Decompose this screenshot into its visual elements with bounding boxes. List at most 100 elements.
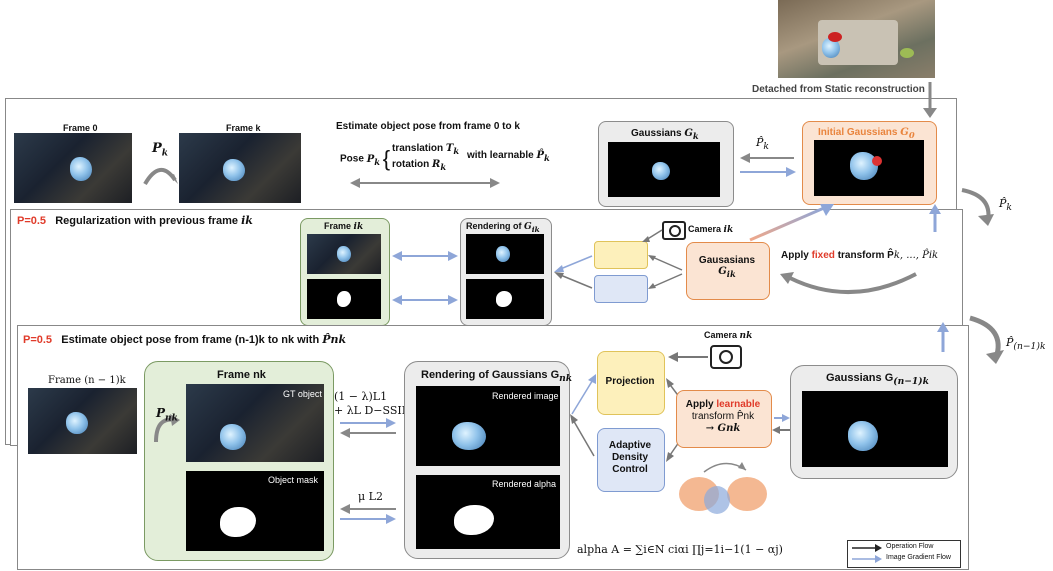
legend-operation-arrow <box>852 544 882 552</box>
rendering-to-boxes-arrows <box>570 374 596 457</box>
alpha-formula: alpha A = ∑i∈N ciαi ∏j=1i−1(1 − αj) <box>577 543 783 556</box>
apply-fixed-post: transform P̂ <box>837 250 894 261</box>
gaussian-rotate-arrow <box>703 462 747 473</box>
gaussians-gk-text: Gaussians <box>631 128 682 139</box>
side-phat-n1k: P̂(n−1)k <box>1006 336 1046 352</box>
frame-ik-label: Frame ik <box>324 221 364 232</box>
rendering-gnk-sub: nk <box>559 373 573 385</box>
gausasians-gik-label: Gausasians Gik <box>686 255 768 279</box>
panel2-header: P=0.5 Regularization with previous frame… <box>17 214 253 227</box>
gausasians-gik-box <box>686 242 770 300</box>
camera-ik-label: Camera ik <box>688 224 734 235</box>
camera-ik-text: Camera <box>688 224 722 234</box>
side-phat-k: P̂k <box>999 197 1012 213</box>
camera-ik-arrow <box>642 229 663 242</box>
projection-small-box <box>594 241 648 269</box>
gik-symbol: G <box>718 266 727 277</box>
rendering-gik-image <box>466 234 544 274</box>
frame-nk-label: Frame nk <box>217 369 266 381</box>
projection-box <box>597 351 665 415</box>
camera-ik-icon <box>662 221 686 240</box>
pose-pk-curved-arrow <box>143 168 178 186</box>
rendering-gnk-label: Rendering of Gaussians Gnk <box>421 369 572 384</box>
side-phat-k-symbol: P̂ <box>999 197 1007 210</box>
frame-ik-mask <box>307 279 381 319</box>
side-curve-arrow-k <box>961 188 994 226</box>
panel3-up-arrow <box>937 322 949 352</box>
loss1-line2: + λL D−SSIM <box>334 404 414 417</box>
gaussians-gk-image <box>608 142 720 197</box>
rendering-gik-alpha <box>466 279 544 319</box>
framek-label: Frame k <box>226 123 261 133</box>
object-mask-label: Object mask <box>268 475 319 485</box>
translation-label: translation <box>392 143 444 154</box>
panel3-title: Estimate object pose from frame (n-1)k t… <box>61 334 320 346</box>
panel2-prob: P=0.5 <box>17 215 47 227</box>
initial-gaussians-image <box>814 140 924 196</box>
frame0-label: Frame 0 <box>63 123 98 133</box>
camera-nk-icon <box>710 345 742 369</box>
learnable-text: with learnable <box>467 150 534 161</box>
gaussian-blob-right <box>727 477 767 511</box>
pose-label: Pose <box>340 153 364 165</box>
pose-equation: Pose Pk { <box>340 146 391 171</box>
legend-gradient-arrow <box>852 555 882 563</box>
legend <box>847 540 961 568</box>
gik-small-box-arrows <box>554 255 593 289</box>
gausasians-text: Gausasians <box>698 255 756 266</box>
panel1-double-arrow <box>350 178 500 188</box>
frame-ik-image <box>307 234 381 274</box>
phat-k-sub: k <box>763 141 769 153</box>
rotation-label: rotation <box>392 159 430 170</box>
panel3-header: P=0.5 Estimate object pose from frame (n… <box>23 333 346 346</box>
small-to-gik-arrows <box>648 255 683 289</box>
pnk-symbol: P <box>156 406 166 420</box>
gk-g0-arrows <box>740 153 796 177</box>
side-phat-n1k-sub: (n−1)k <box>1013 341 1046 353</box>
camera-nk-arrow <box>668 352 708 362</box>
rendered-image <box>416 386 560 466</box>
apply-to-gprev-arrows <box>772 414 790 434</box>
apply-learnable-label: Apply learnable transform P̂nk → Gnk <box>676 399 770 435</box>
panel2-up-arrow <box>929 204 941 232</box>
gaussian-blob-blue <box>704 486 730 514</box>
density-small-box <box>594 275 648 303</box>
loss-d-ssim: (1 − λ)L1 + λL D−SSIM <box>334 390 413 418</box>
reconstruction-down-arrow <box>923 82 937 118</box>
rendered-image-label: Rendered image <box>492 391 559 401</box>
apply-learnable-gnk: → Gnk <box>705 423 741 434</box>
initial-gaussians-text: Initial Gaussians <box>818 127 898 138</box>
gaussians-prev-sub: (n−1)k <box>893 376 929 388</box>
rendered-alpha-label: Rendered alpha <box>492 479 557 489</box>
panel2-title: Regularization with previous frame <box>55 215 238 227</box>
side-curve-arrow-n1k <box>969 315 1004 364</box>
initial-gaussians-label: Initial Gaussians G0 <box>818 127 915 140</box>
gaussians-prev-image <box>802 391 948 467</box>
apply-learnable-pre: Apply <box>685 399 714 410</box>
camera-nk-text: Camera <box>704 330 738 340</box>
projection-label: Projection <box>605 376 655 387</box>
adaptive-density-label: Adaptive Density Control <box>608 440 652 475</box>
apply-fixed-label: Apply fixed transform P̂k, ..., P̂ik <box>781 250 938 261</box>
gik-sub: ik <box>726 269 736 279</box>
panel3-prob: P=0.5 <box>23 334 53 346</box>
static-reconstruction-image <box>778 0 935 78</box>
side-phat-k-sub: k <box>1006 202 1012 214</box>
panel1-title: Estimate object pose from frame 0 to k <box>336 121 520 132</box>
phat-k-label: P̂k <box>756 136 769 152</box>
gaussians-gk-label: Gaussians Gk <box>631 128 699 141</box>
loss2-arrows <box>340 504 396 524</box>
apply-fixed-curve-arrow <box>780 272 917 294</box>
apply-fixed-pre: Apply <box>781 250 809 261</box>
pose-pk-label: Pk <box>152 141 168 159</box>
framek-image <box>179 133 301 203</box>
pose-pnk-label: Pnk <box>156 406 178 423</box>
frame0-image <box>14 133 132 203</box>
rendering-gnk-text: Rendering of Gaussians G <box>421 369 560 381</box>
learnable-label: with learnable P̂k <box>467 150 550 163</box>
object-mask-image <box>186 471 324 551</box>
loss1-arrows <box>340 418 396 438</box>
loss1-line1: (1 − λ)L1 <box>334 390 388 403</box>
pk-sub: k <box>161 148 169 159</box>
side-phat-n1k-symbol: P̂ <box>1006 336 1014 349</box>
